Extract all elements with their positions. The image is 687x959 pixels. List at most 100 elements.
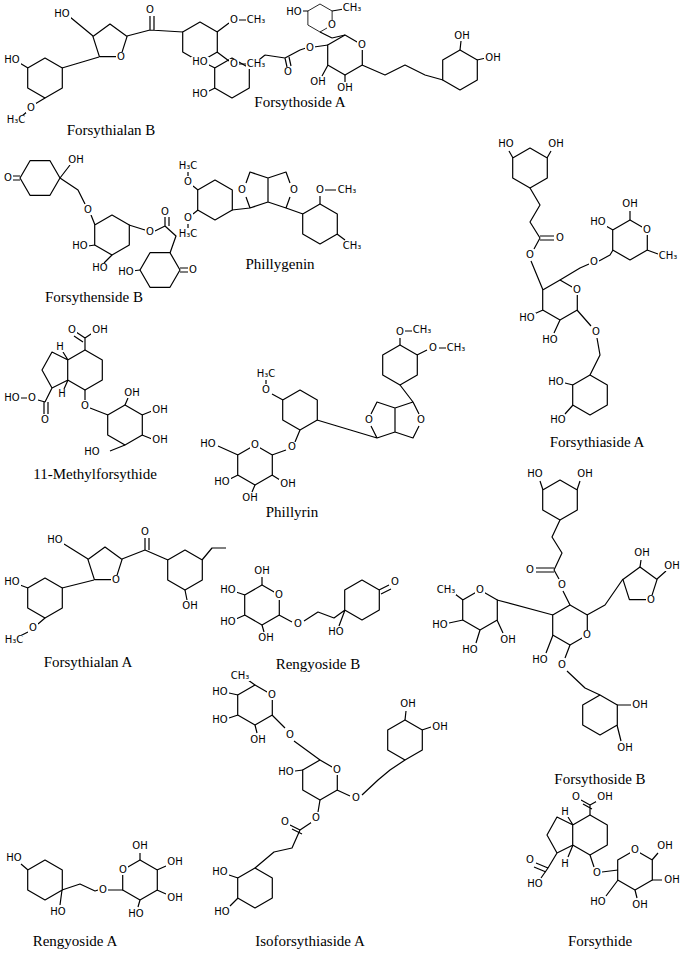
atom-label: OH xyxy=(166,857,183,867)
atom-label: HO xyxy=(191,89,208,99)
atom-label: O xyxy=(571,792,581,802)
atom-label: HO xyxy=(547,377,564,387)
atom-label: O xyxy=(183,177,193,187)
atom-label: O xyxy=(80,401,90,411)
atom-label: H₃C xyxy=(178,161,199,171)
atom-label: O xyxy=(237,185,247,195)
atom-label: O xyxy=(332,765,342,775)
atom-label: O xyxy=(589,257,599,267)
atom-label: O xyxy=(261,385,271,395)
atom-label: O xyxy=(250,440,260,450)
atom-label: O xyxy=(315,185,325,195)
atom-label: O xyxy=(351,793,361,803)
atom-label: HO xyxy=(213,477,230,487)
atom-label: OH xyxy=(91,325,108,335)
atom-label: O xyxy=(525,855,535,865)
atom-label: O xyxy=(26,103,36,113)
atom-label: O xyxy=(395,327,405,337)
atom-label: HO xyxy=(549,415,566,425)
atom-label: HO xyxy=(461,645,478,655)
compound-name: Forsythenside B xyxy=(43,290,145,305)
atom-label: O xyxy=(572,285,582,295)
atom-label: O xyxy=(305,43,315,53)
atom-label: OH xyxy=(633,548,650,558)
atom-label: OH xyxy=(151,405,168,415)
atom-label: O xyxy=(229,59,239,69)
atom-label: O xyxy=(274,590,284,600)
atom-label: O xyxy=(642,225,652,235)
atom-label: O xyxy=(293,619,303,629)
atom-label: H xyxy=(560,807,570,817)
atom-label: OH xyxy=(431,722,448,732)
atom-label: CH₃ xyxy=(337,185,358,195)
atom-label: OH xyxy=(656,841,673,851)
compound-name: Forsythialan A xyxy=(42,655,135,670)
atom-label: HO xyxy=(49,907,66,917)
compound-name: Forsythide xyxy=(566,934,634,949)
atom-label: O xyxy=(525,250,535,260)
atom-label: CH₃ xyxy=(230,671,251,681)
atom-label: HO xyxy=(219,585,236,595)
atom-label: O xyxy=(364,415,374,425)
atom-label: O xyxy=(118,865,128,875)
atom-label: OH xyxy=(631,900,648,910)
atom-label: O xyxy=(27,393,37,403)
atom-label: O xyxy=(428,343,438,353)
atom-label: O xyxy=(285,730,295,740)
atom-label: O xyxy=(289,185,299,195)
atom-label: OH xyxy=(166,893,183,903)
atom-label: H xyxy=(560,859,570,869)
atom-label: H₃C xyxy=(4,635,25,645)
compound-name: Isoforsythiaside A xyxy=(253,934,367,949)
atom-label: HO xyxy=(211,867,228,877)
atom-label: OH xyxy=(257,633,274,643)
compound-name: Rengyoside B xyxy=(274,657,363,672)
atom-label: OH xyxy=(151,435,168,445)
atom-label: O xyxy=(145,5,155,15)
atom-label: CH₃ xyxy=(436,585,457,595)
atom-label: OH xyxy=(336,83,353,93)
atom-label: OH xyxy=(499,635,516,645)
atom-label: HO xyxy=(191,57,208,67)
atom-label: O xyxy=(592,868,602,878)
atom-label: O xyxy=(116,52,126,62)
atom-label: HO xyxy=(3,393,20,403)
atom-label: O xyxy=(28,623,38,633)
atom-label: HO xyxy=(285,7,302,17)
compound-name: Forsythoside B xyxy=(552,772,647,787)
atom-label: H₃C xyxy=(256,369,277,379)
atom-label: HO xyxy=(211,687,228,697)
compound-name: Rengyoside A xyxy=(31,934,120,949)
atom-label: CH₃ xyxy=(446,343,467,353)
atom-label: HO xyxy=(518,313,535,323)
atom-label: O xyxy=(416,415,426,425)
atom-label: OH xyxy=(181,601,198,611)
atom-label: HO xyxy=(327,627,344,637)
atom-label: HO xyxy=(91,263,108,273)
atom-label: OH xyxy=(621,199,638,209)
atom-label: CH₃ xyxy=(412,325,433,335)
atom-label: O xyxy=(40,415,50,425)
atom-label: O xyxy=(390,577,400,587)
atom-label: CH₃ xyxy=(246,59,267,69)
atom-label: HO xyxy=(5,853,22,863)
atom-label: H₃C xyxy=(6,115,27,125)
compound-name: Forsythoside A xyxy=(252,95,347,110)
atom-label: HO xyxy=(589,217,606,227)
atom-label: O xyxy=(188,265,198,275)
atom-label: OH xyxy=(399,699,416,709)
atom-label: HO xyxy=(127,909,144,919)
atom-label: HO xyxy=(117,267,134,277)
atom-label: HO xyxy=(526,469,543,479)
atom-label: O xyxy=(557,580,567,590)
atom-label: O xyxy=(3,173,13,183)
atom-label: O xyxy=(646,595,656,605)
atom-label: CH₃ xyxy=(246,15,267,25)
atom-label: OH xyxy=(131,841,148,851)
atom-label: HO xyxy=(497,139,514,149)
atom-label: H xyxy=(57,389,67,399)
atom-label: O xyxy=(525,565,535,575)
atom-label: HO xyxy=(83,447,100,457)
atom-label: O xyxy=(145,227,155,237)
atom-label: CH₃ xyxy=(658,251,679,261)
